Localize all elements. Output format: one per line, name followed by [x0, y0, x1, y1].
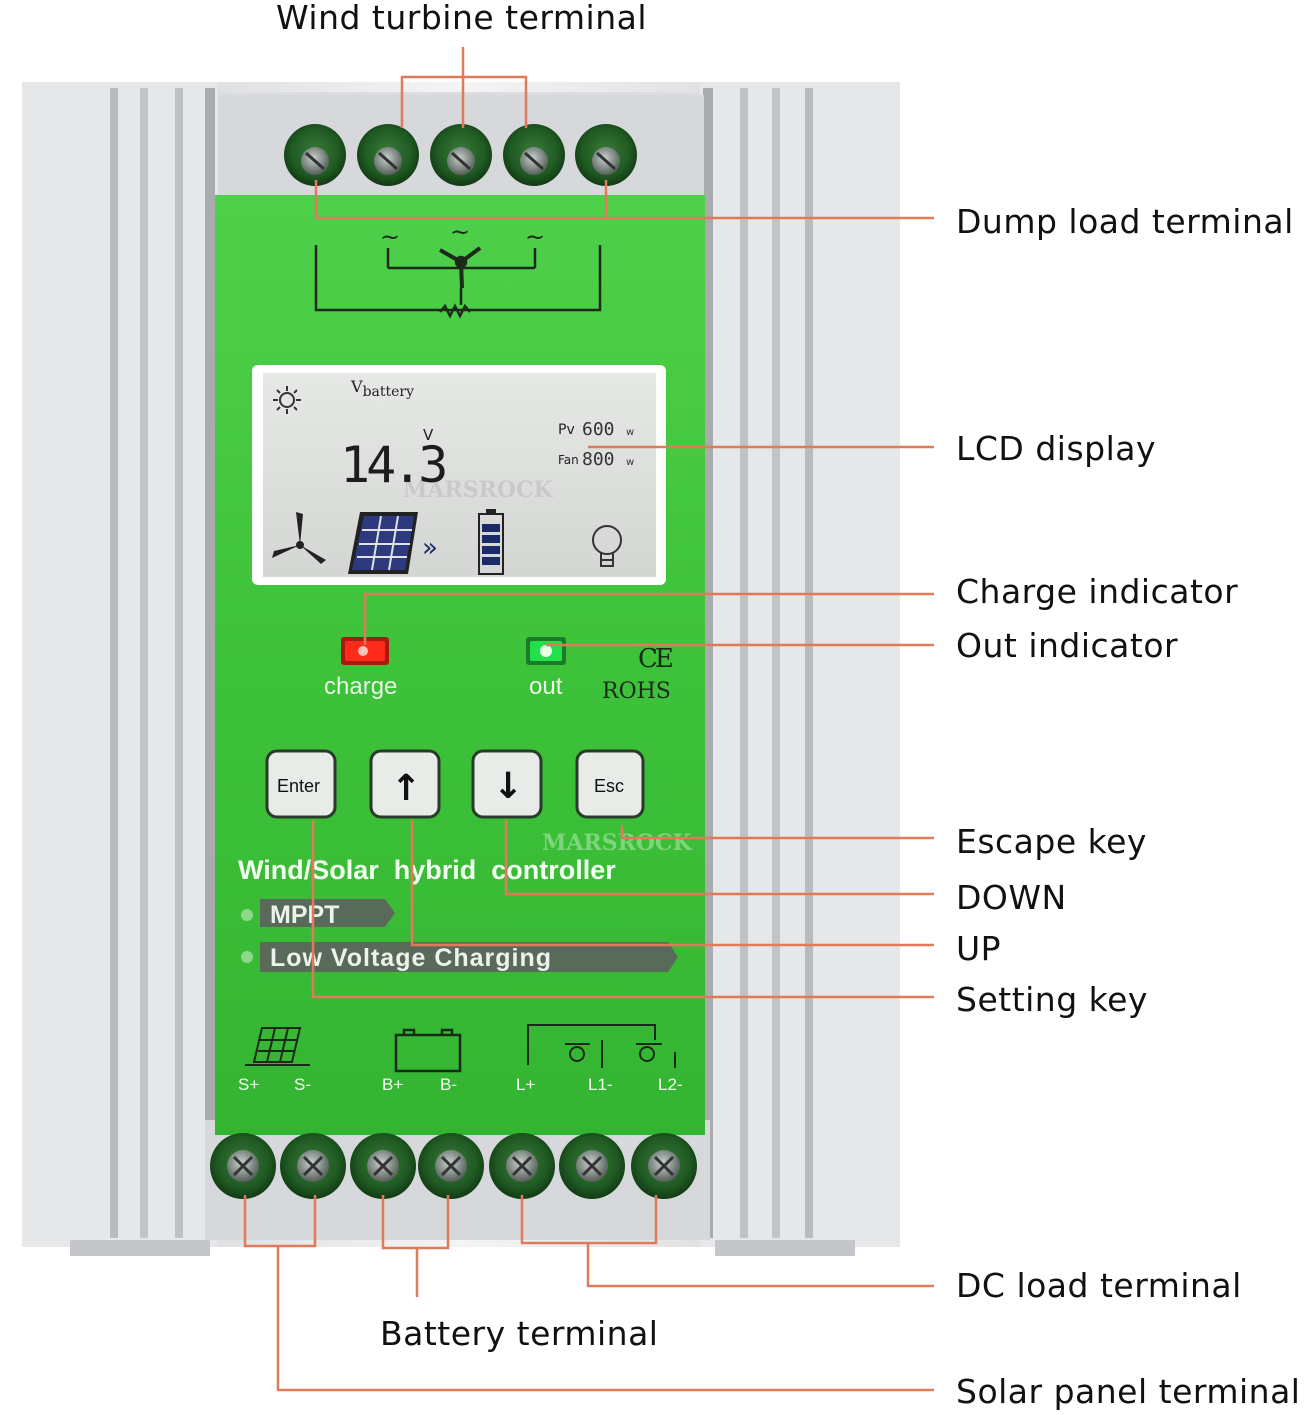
callout-lcd-display: LCD display	[956, 429, 1157, 468]
svg-text:~: ~	[450, 218, 470, 246]
callout-dc-load-terminal: DC load terminal	[956, 1266, 1242, 1305]
up-key[interactable]: ↑	[369, 749, 441, 819]
lcd-pv-unit: w	[626, 427, 634, 438]
down-key[interactable]: ↓	[471, 749, 543, 819]
feature-mppt: MPPT	[241, 899, 395, 929]
panel-title: Wind/Solar hybrid controller	[238, 855, 616, 885]
callout-wind-turbine-terminal: Wind turbine terminal	[276, 0, 648, 37]
callout-solar-panel-terminal: Solar panel terminal	[956, 1372, 1301, 1411]
out-indicator	[526, 637, 566, 665]
leader-dc-load	[520, 1195, 934, 1288]
terminal-label-l1-minus: L1-	[588, 1075, 613, 1094]
lcd-voltage-unit: V	[423, 426, 434, 444]
top-terminals	[284, 124, 637, 186]
callout-down: DOWN	[956, 878, 1067, 917]
load-terminal-icon	[527, 1024, 676, 1068]
lcd-pv-label: Pv	[558, 422, 575, 438]
wind-turbine-icon	[272, 512, 326, 564]
terminal-label-s-minus: S-	[294, 1075, 311, 1094]
bottom-terminals	[210, 1133, 697, 1199]
lcd-watermark: MARSROCK	[403, 477, 554, 503]
sun-icon	[273, 386, 301, 414]
leader-down	[504, 820, 934, 896]
terminal-label-l2-minus: L2-	[658, 1075, 683, 1094]
battery-terminal-icon	[394, 1028, 462, 1073]
lcd-fan-unit: w	[626, 457, 634, 468]
leader-lines	[243, 47, 934, 1392]
esc-key-label: Esc	[594, 776, 624, 796]
feature-low-voltage: Low Voltage Charging	[241, 942, 678, 972]
rohs-mark: ROHS	[602, 679, 671, 704]
callout-dump-load-terminal: Dump load terminal	[956, 202, 1294, 241]
lcd-v-subscript: battery	[363, 384, 415, 400]
enter-key-label: Enter	[277, 776, 320, 796]
charge-indicator-label: charge	[324, 673, 397, 700]
lcd-fan-value: 800	[582, 449, 615, 470]
lcd-fan-label: Fan	[558, 453, 579, 467]
ce-mark: CE	[638, 644, 672, 674]
out-indicator-label: out	[529, 673, 563, 700]
leader-solar	[243, 1195, 934, 1392]
callout-escape-key: Escape key	[956, 822, 1147, 861]
bulb-icon	[592, 525, 622, 567]
leader-escape	[620, 825, 934, 840]
arrows-icon: »	[422, 533, 438, 563]
esc-key[interactable]: Esc	[575, 749, 645, 819]
callout-out-indicator: Out indicator	[956, 626, 1179, 665]
callout-charge-indicator: Charge indicator	[956, 572, 1239, 611]
callout-setting-key: Setting key	[956, 980, 1148, 1019]
front-panel	[215, 195, 705, 1135]
solar-panel-icon	[348, 512, 418, 574]
leader-up	[410, 820, 934, 947]
callout-battery-terminal: Battery terminal	[380, 1314, 659, 1353]
solar-terminal-icon	[245, 1027, 310, 1066]
svg-text:~: ~	[380, 223, 400, 251]
feature-low-voltage-label: Low Voltage Charging	[270, 944, 552, 972]
lcd-display: Vbattery MARSROCK 14.3 V Pv 600 w Fan 80…	[252, 365, 666, 585]
lcd-pv-value: 600	[582, 419, 615, 440]
terminal-label-l-plus: L+	[516, 1075, 535, 1094]
svg-text:~: ~	[525, 223, 545, 251]
terminal-label-b-minus: B-	[440, 1075, 457, 1094]
leader-battery	[381, 1195, 450, 1297]
wind-dump-schematic-icon: ~ ~ ~	[314, 218, 602, 319]
svg-text:Vbattery: Vbattery	[350, 377, 414, 400]
callout-up: UP	[956, 929, 1002, 968]
battery-icon	[478, 509, 504, 575]
lcd-voltage: 14.3	[340, 436, 445, 494]
charge-indicator	[341, 637, 389, 665]
lcd-v-symbol: V	[350, 377, 363, 396]
enter-key[interactable]: Enter	[265, 749, 337, 819]
leader-charge	[363, 592, 934, 645]
leader-dump-load	[314, 180, 934, 220]
terminal-label-b-plus: B+	[382, 1075, 403, 1094]
leader-setting	[311, 820, 934, 999]
terminal-label-s-plus: S+	[238, 1075, 259, 1094]
panel-brand-watermark: MARSROCK	[542, 830, 693, 856]
feature-mppt-label: MPPT	[270, 901, 339, 929]
leader-wind-turbine	[400, 47, 528, 128]
down-key-arrow: ↓	[493, 766, 523, 807]
up-key-arrow: ↑	[391, 768, 421, 809]
